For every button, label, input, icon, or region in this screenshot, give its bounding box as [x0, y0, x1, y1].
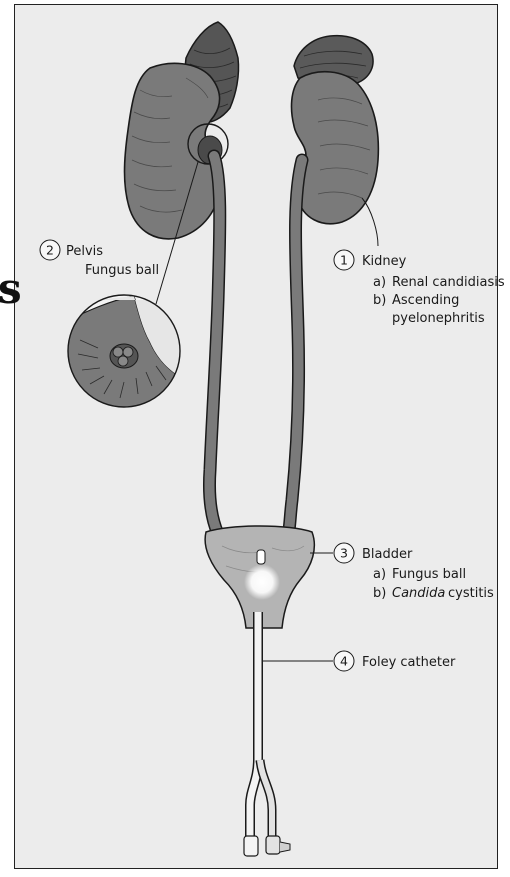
catheter-balloon-marker — [257, 550, 265, 564]
callout-kidney: 1 Kidney a) Renal candidiasis b) Ascendi… — [334, 250, 505, 326]
callout-pelvis: 2 Pelvis Fungus ball — [40, 240, 159, 278]
callout-number: 4 — [340, 654, 348, 669]
callout-number: 2 — [46, 243, 54, 258]
callout-title: Pelvis — [66, 244, 103, 259]
callout-item-prefix: b) — [373, 293, 386, 308]
callout-item-text: pyelonephritis — [392, 311, 485, 326]
callout-bladder: 3 Bladder a) Fungus ball b) Candida cyst… — [334, 543, 494, 601]
callout-item-prefix: a) — [373, 275, 386, 290]
callout-item-text-italic: Candida — [392, 586, 445, 601]
callout-title: Bladder — [362, 547, 413, 562]
callout-title: Foley catheter — [362, 655, 456, 670]
callout-item-text: Fungus ball — [392, 567, 466, 582]
callout-number: 1 — [340, 253, 348, 268]
right-kidney — [292, 72, 379, 224]
callout-item-text: Renal candidiasis — [392, 275, 505, 290]
callout-title: Kidney — [362, 254, 407, 269]
callout-item-text: Fungus ball — [85, 263, 159, 278]
callout-item-text: Ascending — [392, 293, 459, 308]
callout-item-suffix: cystitis — [448, 586, 494, 601]
callout-item-prefix: b) — [373, 586, 386, 601]
callout-item-prefix: a) — [373, 567, 386, 582]
callout-foley-catheter: 4 Foley catheter — [334, 651, 456, 671]
bladder-glow — [244, 564, 280, 600]
foley-catheter — [244, 612, 290, 856]
callout-number: 3 — [340, 546, 348, 561]
